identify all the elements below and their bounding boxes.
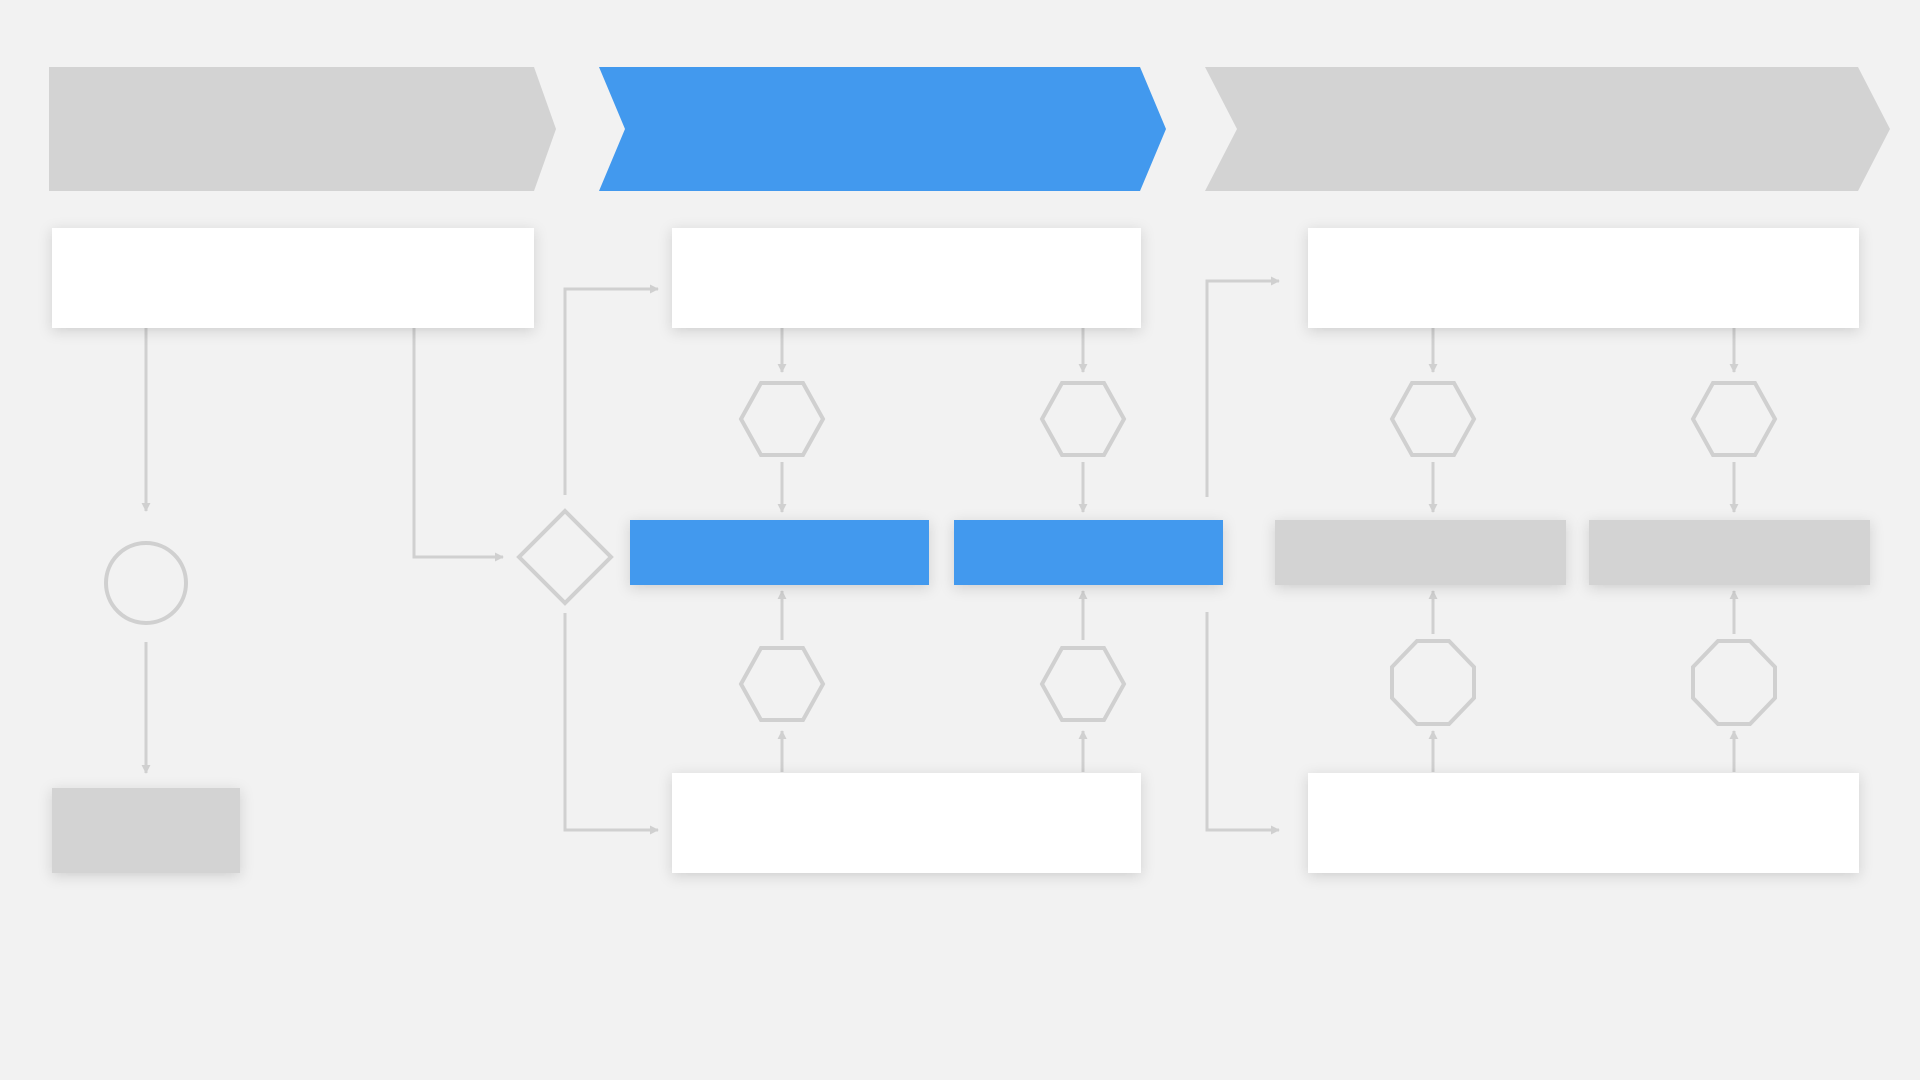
- stage-header-3: [1205, 67, 1890, 191]
- stage-2-top-card: [672, 228, 1141, 328]
- connector-card-to-gateway: [412, 328, 504, 562]
- stage-3-bottom-card: [1308, 773, 1859, 873]
- input-hexagon: [1039, 381, 1127, 457]
- stage-2-task-1: [630, 520, 929, 585]
- input-hexagon: [738, 381, 826, 457]
- connector-s2-to-s3-bottom: [1205, 612, 1280, 835]
- connectors: [141, 276, 1739, 835]
- input-hexagon: [1690, 381, 1778, 457]
- stage-2-task-2: [954, 520, 1223, 585]
- input-hexagon: [1389, 381, 1477, 457]
- end-event-box: [52, 788, 240, 873]
- connector-gateway-to-bottom-card: [563, 613, 659, 835]
- stage-3-task-1: [1275, 520, 1566, 585]
- gateway-diamond: [516, 508, 614, 606]
- connector-s2-to-s3-top: [1205, 276, 1280, 497]
- output-hexagon: [1039, 646, 1127, 722]
- stage-2-bottom-card: [672, 773, 1141, 873]
- stage-header-2: [599, 67, 1166, 191]
- output-hexagon: [738, 646, 826, 722]
- stage-header-1: [49, 67, 556, 191]
- stage-3-task-2: [1589, 520, 1870, 585]
- output-octagon: [1691, 639, 1777, 726]
- stage-1-card: [52, 228, 534, 328]
- start-event-circle: [104, 541, 188, 625]
- stage-3-top-card: [1308, 228, 1859, 328]
- connector-gateway-to-top-card: [563, 284, 659, 495]
- output-octagon: [1390, 639, 1476, 726]
